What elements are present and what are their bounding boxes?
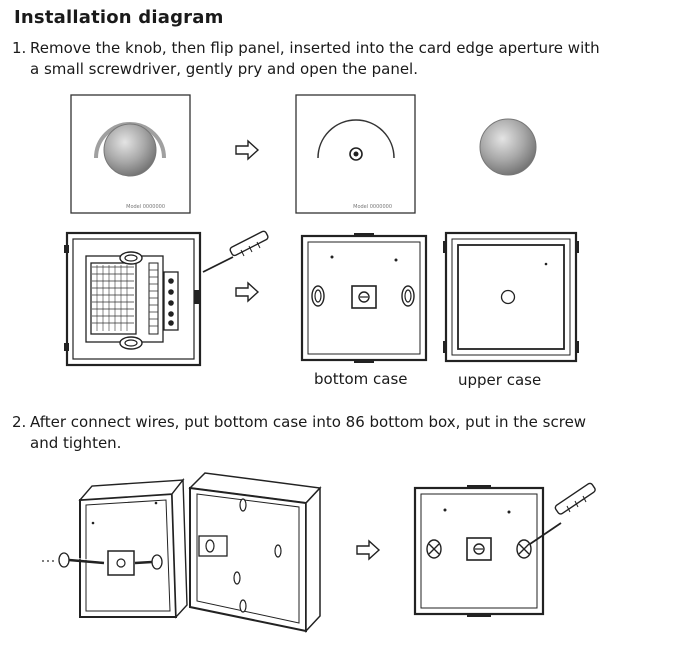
removed-knob-icon — [479, 118, 537, 176]
mounted-bottom-case — [413, 485, 545, 617]
step-1-text-line1: Remove the knob, then flip panel, insert… — [30, 39, 600, 57]
step-2-text-line1: After connect wires, put bottom case int… — [30, 413, 587, 431]
caption-bottom-case: bottom case — [314, 370, 408, 388]
screw-right-icon — [134, 554, 163, 570]
arrow-right-icon — [235, 140, 259, 160]
upper-case-drawing — [443, 231, 579, 363]
bottom-case-drawing — [300, 233, 428, 363]
step-1: 1.Remove the knob, then flip panel, inse… — [12, 38, 672, 80]
step-2-number: 2. — [12, 413, 27, 431]
screwdriver-icon — [202, 230, 269, 273]
step-2-text-line2: and tighten. — [30, 434, 122, 452]
step-1-number: 1. — [12, 39, 27, 57]
arrow-right-icon — [235, 282, 259, 302]
page-title: Installation diagram — [14, 7, 224, 28]
wall-box-86 — [188, 472, 322, 633]
panel-a-model-label: Model 0000000 — [126, 204, 165, 210]
panel-b-model-label: Model 0000000 — [353, 204, 392, 210]
panel-with-knob: Model 0000000 — [70, 94, 191, 214]
arrow-right-icon — [356, 540, 380, 560]
caption-upper-case: upper case — [458, 371, 542, 389]
screwdriver-icon — [529, 482, 596, 545]
flipped-panel — [64, 231, 202, 367]
bottom-case-perspective — [78, 478, 188, 619]
screw-left-icon — [42, 552, 105, 568]
step-2: 2.After connect wires, put bottom case i… — [12, 412, 672, 454]
panel-without-knob: Model 0000000 — [295, 94, 416, 214]
step-1-text-line2: a small screwdriver, gently pry and open… — [30, 60, 418, 78]
